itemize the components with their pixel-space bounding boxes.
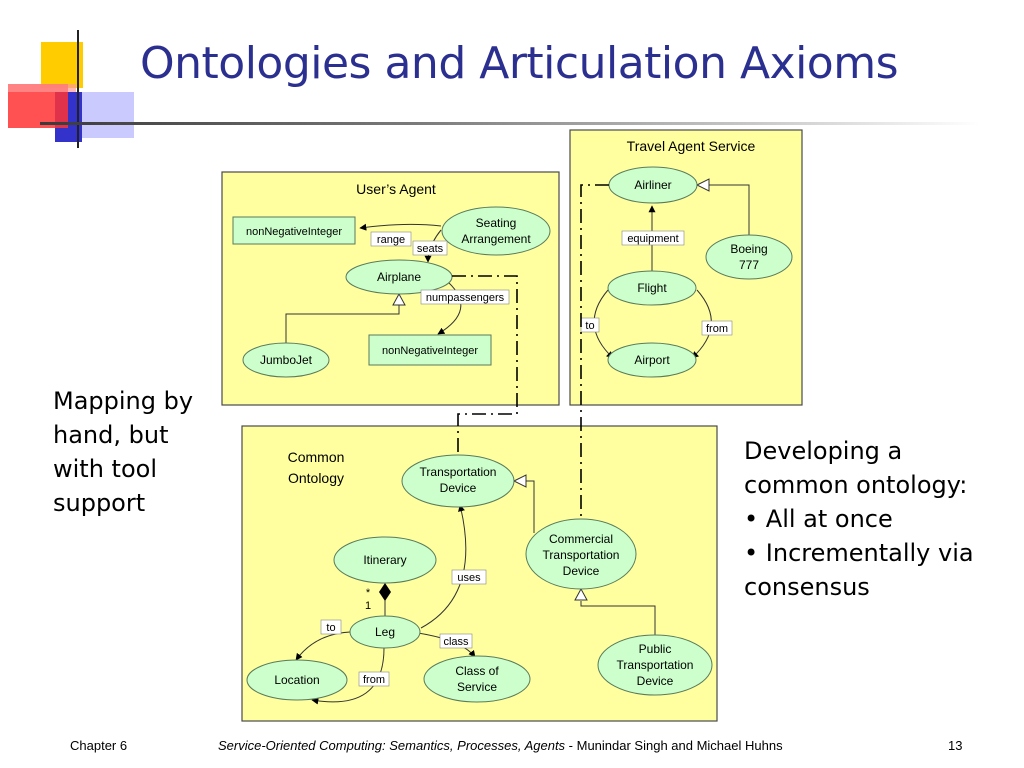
commercial-transport-node	[525, 518, 637, 590]
articulation-airliner-commercial	[580, 184, 609, 520]
common-ontology-title-2: Ontology	[288, 470, 344, 486]
right-note-bullet2b: consensus	[744, 573, 870, 601]
airport-label: Airport	[634, 353, 670, 367]
left-note: Mapping by hand, but with tool support	[53, 387, 194, 517]
edge-leg-location-from	[311, 647, 385, 705]
articulation-airplane-transport	[452, 275, 518, 454]
edge-public-commercial	[580, 601, 656, 642]
jumbojet-node	[242, 342, 330, 378]
edge-uses-label: uses	[457, 572, 481, 584]
non-negative-integer-top-label: nonNegativeInteger	[246, 226, 342, 238]
location-label: Location	[274, 673, 319, 687]
edge-numpassengers-label: numpassengers	[426, 292, 505, 304]
edge-numpassengers	[437, 281, 462, 335]
edge-equipment-label: equipment	[627, 233, 678, 245]
edge-common-to-label: to	[326, 622, 335, 634]
slide-title: Ontologies and Articulation Axioms	[140, 38, 899, 89]
airplane-node	[345, 259, 453, 295]
public-transport-node	[597, 634, 713, 696]
airliner-label: Airliner	[634, 178, 671, 192]
seating-line2: Arrangement	[461, 232, 531, 246]
flight-label: Flight	[637, 281, 667, 295]
location-node	[246, 659, 348, 701]
commercial-line3: Device	[563, 564, 600, 578]
class-line1: Class of	[455, 664, 499, 678]
transport-line1: Transportation	[420, 465, 497, 479]
class-of-service-node	[423, 655, 531, 703]
footer-authors: - Munindar Singh and Michael Huhns	[565, 738, 783, 753]
boeing-line2: 777	[739, 258, 759, 272]
public-line1: Public	[639, 642, 672, 656]
commercial-line1: Commercial	[549, 532, 613, 546]
airplane-label: Airplane	[377, 270, 421, 284]
edge-range	[359, 223, 442, 231]
itinerary-node	[333, 536, 437, 584]
boeing-777-node	[705, 234, 793, 280]
generalization-arrow-commercial	[574, 587, 588, 601]
seating-arrangement-node	[441, 206, 551, 256]
footer-chapter: Chapter 6	[70, 738, 128, 753]
transportation-device-node	[401, 454, 515, 508]
right-note-line2: common ontology:	[744, 471, 968, 499]
non-negative-integer-bottom-label: nonNegativeInteger	[382, 345, 478, 357]
edge-jumbojet-airplane	[285, 304, 400, 345]
footer-citation: Service-Oriented Computing: Semantics, P…	[218, 738, 783, 753]
edge-seats-label: seats	[417, 243, 444, 255]
travel-agent-title: Travel Agent Service	[627, 138, 756, 154]
users-agent-title: User’s Agent	[356, 181, 436, 197]
common-ontology-title-1: Common	[288, 449, 345, 465]
public-line2: Transportation	[617, 658, 694, 672]
public-line3: Device	[637, 674, 674, 688]
generalization-arrow-airliner	[695, 178, 710, 192]
title-rule	[40, 122, 980, 125]
edge-class-label: class	[443, 636, 469, 648]
edge-boeing-airliner	[709, 184, 750, 241]
generalization-arrow-transport	[512, 474, 527, 488]
right-note: Developing a common ontology: • All at o…	[744, 434, 1014, 604]
edge-common-from-label: from	[363, 674, 385, 686]
airport-node	[607, 342, 697, 378]
leg-node	[349, 615, 421, 649]
edge-range-label: range	[377, 234, 405, 246]
non-negative-integer-top-node	[232, 216, 356, 245]
non-negative-integer-bottom-node	[368, 334, 492, 366]
footer-book-title: Service-Oriented Computing: Semantics, P…	[218, 738, 566, 753]
right-note-bullet1: • All at once	[744, 505, 893, 533]
multiplicity-one: 1	[365, 600, 371, 612]
commercial-line2: Transportation	[543, 548, 620, 562]
seating-line1: Seating	[476, 216, 517, 230]
boeing-line1: Boeing	[730, 242, 767, 256]
composition-diamond	[379, 583, 391, 601]
flight-node	[607, 270, 697, 306]
transport-line2: Device	[440, 481, 477, 495]
edge-to-label: to	[585, 320, 594, 332]
right-note-bullet2a: • Incrementally via	[744, 539, 974, 567]
footer-page-number: 13	[948, 738, 963, 753]
edge-from-label: from	[706, 323, 728, 335]
class-line2: Service	[457, 680, 497, 694]
multiplicity-star: *	[366, 587, 371, 599]
right-note-line1: Developing a	[744, 437, 903, 465]
edge-commercial-transport	[526, 480, 535, 533]
generalization-arrow-airplane	[392, 292, 406, 306]
leg-label: Leg	[375, 625, 395, 639]
itinerary-label: Itinerary	[363, 553, 406, 567]
jumbojet-label: JumboJet	[260, 353, 313, 367]
edge-leg-location-to	[295, 631, 351, 661]
